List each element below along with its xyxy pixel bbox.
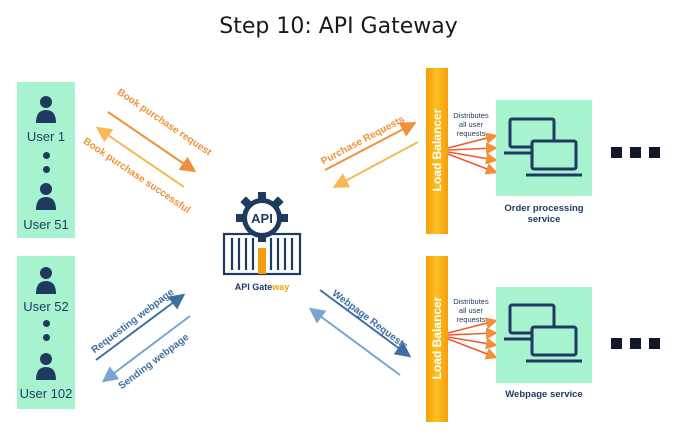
order-service-label-line: service xyxy=(527,214,561,225)
order-service-label-line: Order processing xyxy=(504,203,584,214)
user-label: User 102 xyxy=(19,386,73,401)
api-badge: API xyxy=(251,211,273,226)
more-square xyxy=(630,147,641,158)
order-service-label: Order processing service xyxy=(486,203,602,225)
more-square xyxy=(611,147,622,158)
api-gateway-label-accent: way xyxy=(272,282,290,292)
page-title: Step 10: API Gateway xyxy=(219,14,458,39)
load-balancer-label: Load Balancer xyxy=(430,108,444,192)
more-square xyxy=(649,338,660,349)
arrow-book-success xyxy=(95,126,185,188)
user-icon xyxy=(36,353,56,380)
webpage-service-label: Webpage service xyxy=(505,389,583,400)
more-square xyxy=(611,338,622,349)
arrow-purchase-request xyxy=(324,122,417,171)
laptops-icon xyxy=(504,117,582,177)
user-label: User 51 xyxy=(23,217,69,232)
lb-note-line: requests xyxy=(456,129,486,138)
arrow-webpage-request xyxy=(319,289,412,358)
distribution-arrow xyxy=(447,338,498,360)
lb-note-line: requests xyxy=(456,315,486,324)
user-icon xyxy=(36,267,56,294)
arrow-webpage-response xyxy=(308,307,401,376)
lb-note: Distributes all user requests xyxy=(449,297,493,324)
distribution-arrow xyxy=(447,153,498,175)
load-balancer-bottom xyxy=(426,256,448,422)
lb-note: Distributes all user requests xyxy=(449,111,493,138)
api-gateway-icon: API xyxy=(222,192,302,276)
user-label: User 52 xyxy=(23,299,69,314)
lb-note-line: Distributes xyxy=(453,111,489,120)
distribution-arrow xyxy=(447,327,498,340)
user-icon xyxy=(36,183,56,210)
distribution-arrow xyxy=(447,132,498,149)
lb-note-line: all user xyxy=(458,120,484,129)
load-balancer-label: Load Balancer xyxy=(430,296,444,380)
lb-note-line: all user xyxy=(458,306,484,315)
api-gateway-label-main: API Gate xyxy=(234,282,273,292)
arrow-sending-webpage xyxy=(101,315,191,383)
distribution-arrow xyxy=(447,317,498,334)
laptops-icon xyxy=(504,303,582,363)
ellipsis-dot xyxy=(43,334,50,341)
arrow-purchase-response xyxy=(332,141,419,188)
api-gateway-label: API Gateway xyxy=(222,282,302,292)
user-label: User 1 xyxy=(26,129,66,144)
ellipsis-dot xyxy=(43,320,50,327)
arrow-requesting-webpage xyxy=(95,293,186,361)
ellipsis-dot xyxy=(43,152,50,159)
distribution-arrow xyxy=(447,151,498,165)
lb-note-line: Distributes xyxy=(453,297,489,306)
more-square xyxy=(649,147,660,158)
user-icon xyxy=(36,96,56,123)
arrow-book-request xyxy=(107,111,197,173)
load-balancer-top xyxy=(426,68,448,234)
distribution-arrow xyxy=(447,142,498,155)
distribution-arrow xyxy=(447,336,498,350)
more-square xyxy=(630,338,641,349)
ellipsis-dot xyxy=(43,166,50,173)
